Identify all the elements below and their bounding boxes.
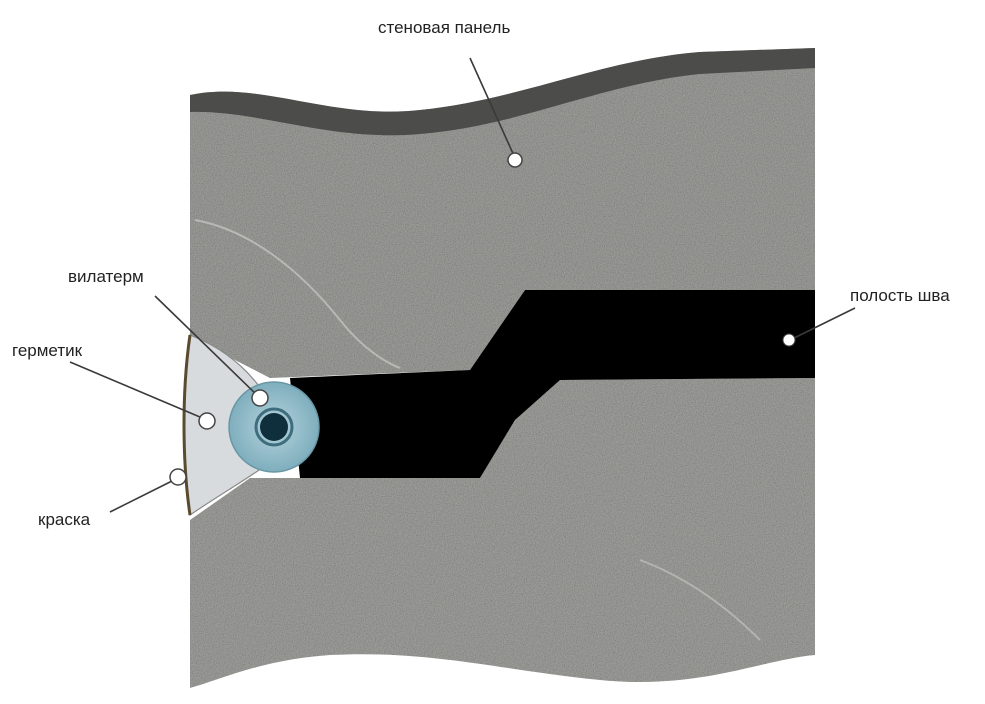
marker-seam-cavity xyxy=(783,334,795,346)
label-wall-panel: стеновая панель xyxy=(378,18,510,38)
marker-wall-panel xyxy=(508,153,522,167)
marker-paint xyxy=(170,469,186,485)
label-sealant: герметик xyxy=(12,341,82,361)
vilaterm-core xyxy=(260,413,288,441)
leader-paint xyxy=(110,478,178,512)
marker-vilaterm xyxy=(252,390,268,406)
label-paint: краска xyxy=(38,510,90,530)
label-vilaterm: вилатерм xyxy=(68,267,144,287)
marker-sealant xyxy=(199,413,215,429)
label-seam-cavity: полость шва xyxy=(850,286,950,306)
